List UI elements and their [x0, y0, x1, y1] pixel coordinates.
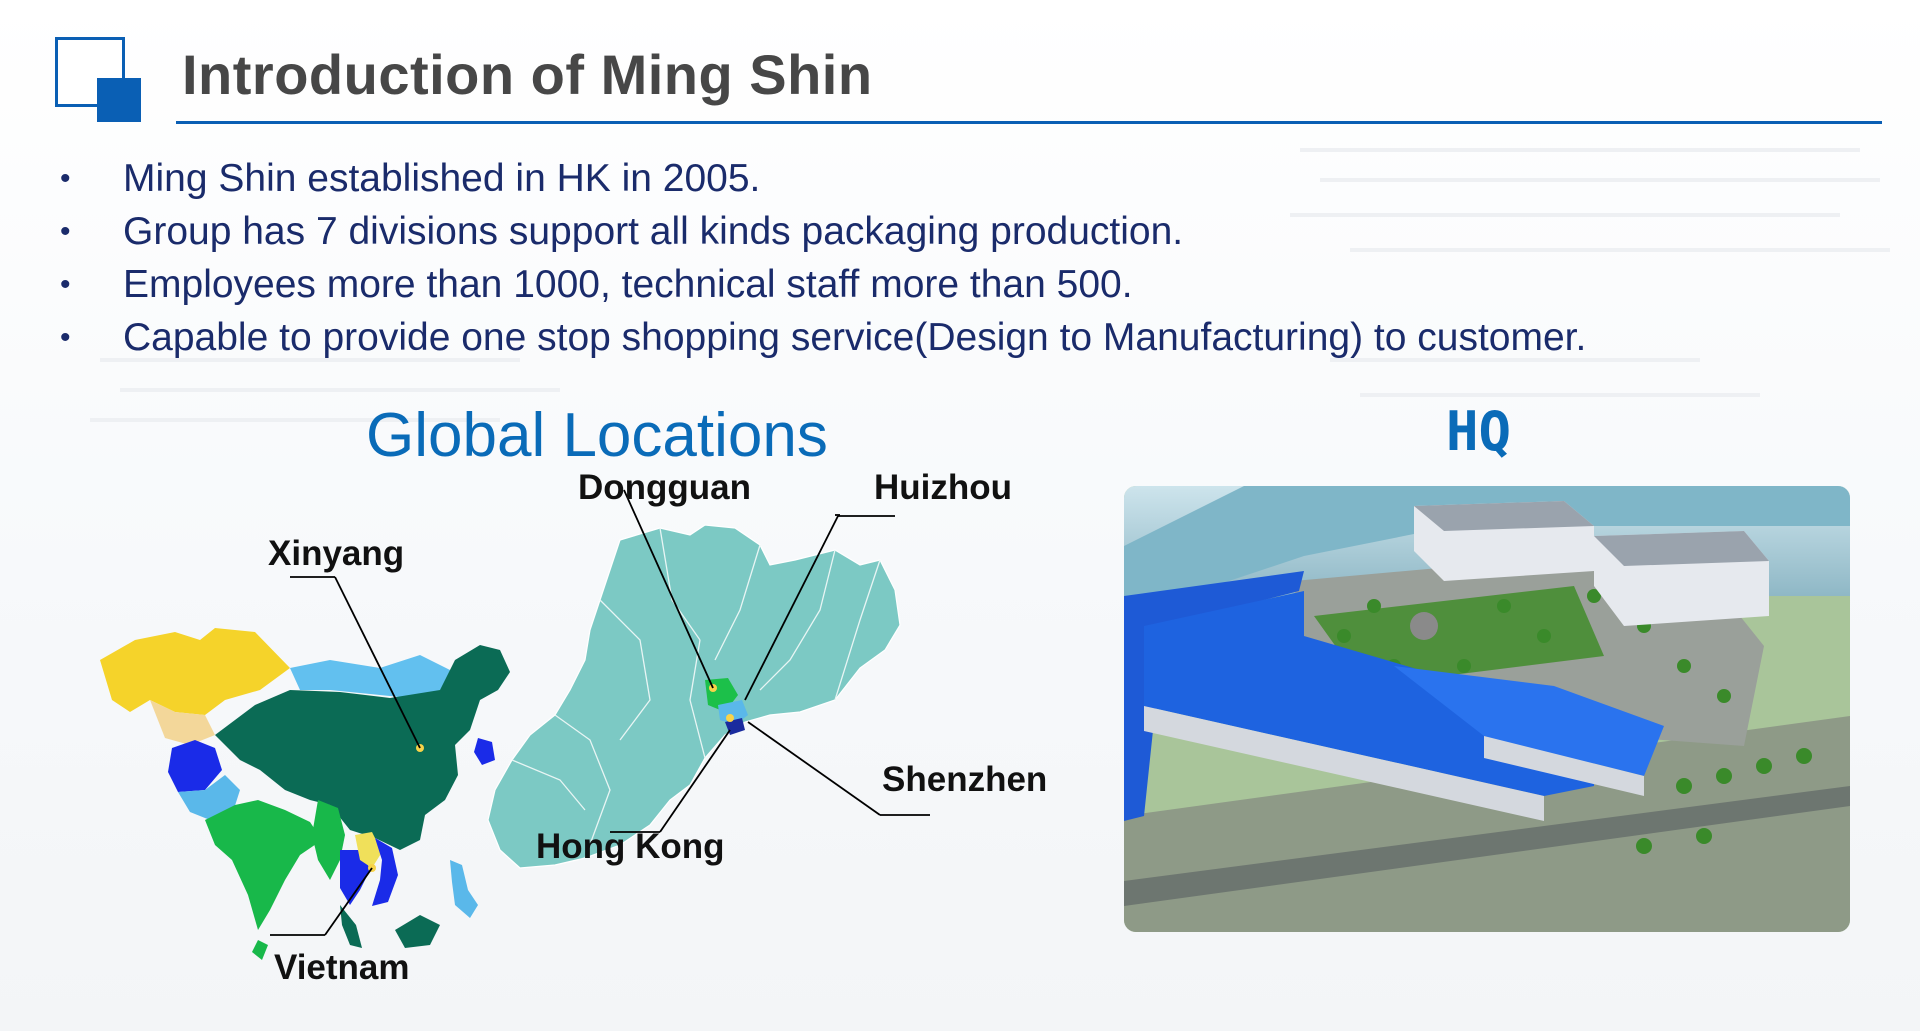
borneo-region [395, 915, 440, 948]
city-label-vietnam: Vietnam [274, 948, 410, 987]
city-label-dongguan: Dongguan [578, 468, 752, 507]
bullet-item: • Group has 7 divisions support all kinds… [60, 205, 1586, 258]
guangdong-province [487, 524, 901, 869]
bullet-text: Capable to provide one stop shopping ser… [123, 315, 1587, 359]
bullet-text: Employees more than 1000, technical staf… [123, 262, 1133, 306]
bullet-marker: • [60, 320, 71, 354]
bullet-marker: • [60, 214, 71, 248]
bullet-marker: • [60, 267, 71, 301]
asia-map [100, 576, 510, 960]
sri-lanka-region [252, 940, 268, 960]
hq-heading: HQ [1446, 400, 1512, 463]
title-underline [176, 121, 1882, 124]
malaysia-region [340, 905, 362, 948]
bullet-item: • Capable to provide one stop shopping se… [60, 311, 1586, 364]
hong-kong-marker [726, 714, 734, 722]
city-label-hong-kong: Hong Kong [536, 827, 725, 866]
city-label-huizhou: Huizhou [874, 468, 1013, 507]
myanmar-region [312, 800, 345, 880]
bullet-text: Ming Shin established in HK in 2005. [123, 156, 761, 200]
pakistan-region [178, 775, 240, 820]
bullet-marker: • [60, 161, 71, 195]
city-label-shenzhen: Shenzhen [882, 760, 1048, 799]
hq-aerial-photo [1124, 486, 1850, 932]
afghanistan-region [168, 740, 222, 792]
city-label-xinyang: Xinyang [268, 534, 405, 573]
vietnam-region [372, 838, 398, 906]
india-region [205, 800, 322, 930]
bullet-item: • Ming Shin established in HK in 2005. [60, 152, 1586, 205]
logo-square-fill [97, 78, 141, 122]
intro-bullet-list: • Ming Shin established in HK in 2005. • G… [60, 152, 1586, 364]
page-title: Introduction of Ming Shin [182, 43, 873, 106]
bullet-item: • Employees more than 1000, technical sta… [60, 258, 1586, 311]
bullet-text: Group has 7 divisions support all kinds … [123, 209, 1184, 253]
thailand-region [340, 850, 370, 905]
philippines-region [450, 860, 478, 918]
guangdong-map [487, 489, 930, 869]
korea-region [474, 738, 495, 765]
mongolia-russia-region [290, 655, 470, 700]
laos-region [355, 832, 382, 868]
central-asia-region [150, 700, 215, 745]
global-locations-heading: Global Locations [366, 401, 828, 470]
kazakhstan-region [100, 628, 290, 715]
china-region [215, 645, 510, 850]
